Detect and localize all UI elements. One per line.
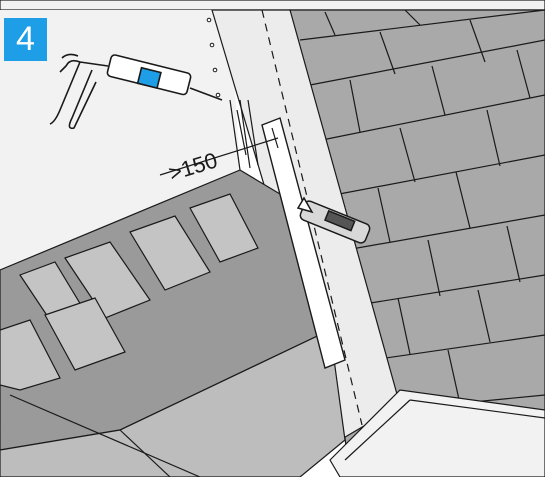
dimension-marker bbox=[159, 99, 279, 176]
utility-knife-icon bbox=[296, 196, 371, 244]
caulking-gun-icon bbox=[49, 53, 223, 130]
shingle-tabs bbox=[0, 193, 259, 391]
top-border bbox=[0, 0, 545, 11]
nail-dots bbox=[206, 17, 221, 98]
step-number-badge: 4 bbox=[4, 18, 47, 61]
eave-gutter bbox=[329, 389, 545, 477]
straightedge bbox=[261, 117, 346, 369]
